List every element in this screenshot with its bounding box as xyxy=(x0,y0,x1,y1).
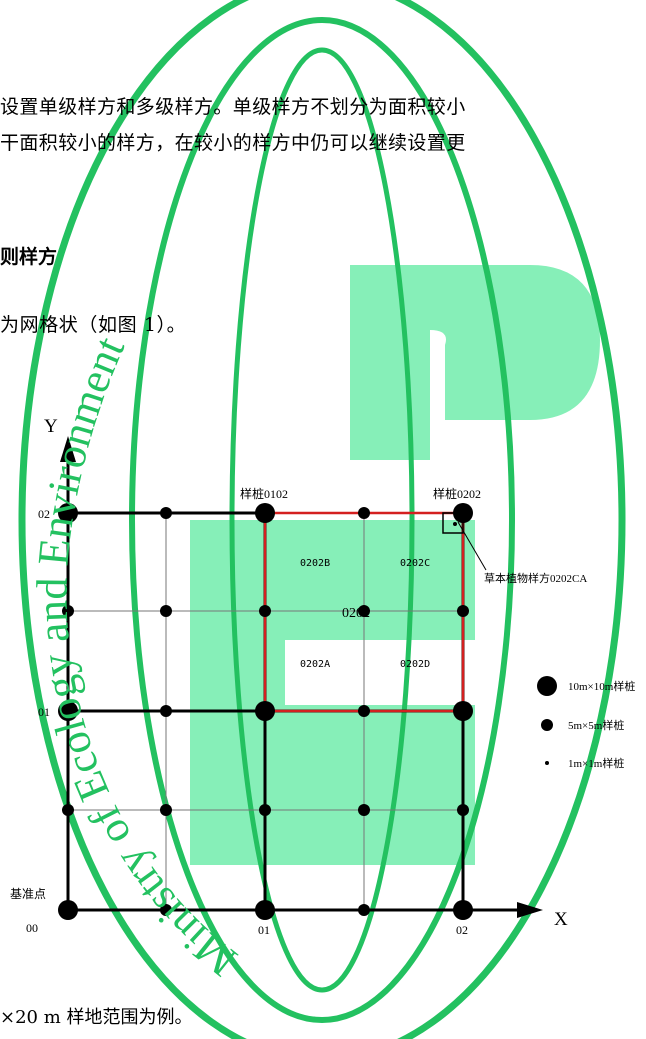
legend-mid-marker xyxy=(541,719,553,731)
stakes-medium xyxy=(62,507,469,916)
x-axis-label: X xyxy=(554,909,568,930)
y-tick-02: 02 xyxy=(38,507,50,521)
stake-0102-label: 样桩0102 xyxy=(240,486,288,501)
legend-small-marker xyxy=(545,761,549,765)
paragraph-line-2: 干面积较小的样方，在较小的样方中仍可以继续设置更 xyxy=(0,132,466,154)
watermark-ellipses xyxy=(18,0,626,1039)
subquadrat-0202D: 0202D xyxy=(400,659,430,670)
y-axis-arrow xyxy=(60,436,76,462)
origin-label: 基准点 xyxy=(10,887,46,901)
legend-small-label: 1m×1m样桩 xyxy=(568,756,624,770)
figure-caption: ×20 m 样地范围为例。 xyxy=(0,1007,193,1028)
x-tick-02: 02 xyxy=(456,923,468,937)
watermark-logo xyxy=(190,265,600,865)
stake-0202-label: 样桩0202 xyxy=(433,486,481,501)
legend-big-marker xyxy=(537,676,557,696)
herb-stake-small xyxy=(453,522,457,526)
y-axis-label: Y xyxy=(44,416,58,437)
axes xyxy=(66,450,528,912)
subquadrat-0202C: 0202C xyxy=(400,558,430,569)
quadrat-0202-label: 0202 xyxy=(342,606,370,621)
y-tick-01: 01 xyxy=(38,705,50,719)
stakes-large xyxy=(58,503,473,920)
herb-quadrat-label: 草本植物样方0202CA xyxy=(484,571,587,585)
legend-big-label: 10m×10m样桩 xyxy=(568,679,635,693)
paragraph-line-1: 设置单级样方和多级样方。单级样方不划分为面积较小 xyxy=(0,96,466,118)
x-tick-01: 01 xyxy=(258,923,270,937)
subquadrat-0202A: 0202A xyxy=(300,659,330,670)
paragraph-line-3: 为网格状（如图 1）。 xyxy=(0,314,187,336)
section-heading: 则样方 xyxy=(0,246,58,268)
herb-leader-line xyxy=(457,521,487,571)
x-axis-arrow xyxy=(517,902,543,918)
legend-mid-label: 5m×5m样桩 xyxy=(568,718,624,732)
subquadrat-0202B: 0202B xyxy=(300,558,330,569)
origin-code: 00 xyxy=(26,921,38,935)
